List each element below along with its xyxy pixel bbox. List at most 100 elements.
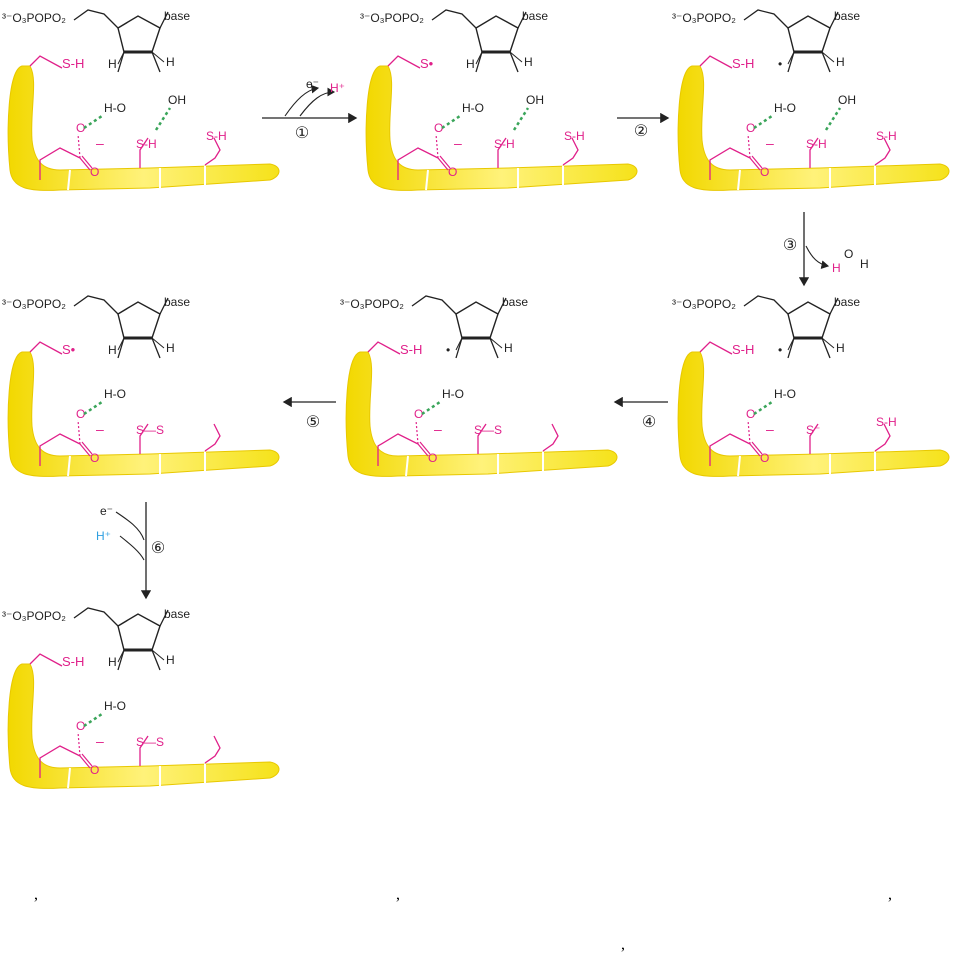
c3-label: H — [108, 655, 117, 669]
carboxylate-o-label: O — [76, 719, 85, 733]
thiyl-label: S• — [420, 56, 434, 71]
thiyl-label: S-H — [732, 56, 754, 71]
c2-label: H — [836, 341, 845, 355]
arrow-water-out — [805, 245, 830, 270]
ribose-ring — [430, 8, 528, 74]
carboxylate-o2-label: O — [760, 165, 769, 179]
ribose-ring — [72, 8, 170, 74]
step-labels: ① ② ③ ④ ⑤ ⑥ — [151, 123, 797, 557]
reagent-labels: e⁻ H⁺ H O H e⁻ H⁺ — [96, 77, 869, 543]
step-3-label: ③ — [783, 237, 797, 254]
carboxylate-o2-label: O — [428, 451, 437, 465]
hydrogen-bond — [83, 114, 103, 130]
hydrogen-bond — [441, 114, 461, 130]
ribose-ring — [742, 8, 840, 74]
carboxylate-o2-label: O — [760, 451, 769, 465]
cys2-s-label: S-H — [806, 137, 827, 151]
hydrogen-bond — [154, 107, 172, 131]
c2-label: H — [166, 341, 175, 355]
carboxylate-o-label: O — [76, 121, 85, 135]
charge-label: – — [766, 421, 774, 437]
carboxylate-o-label: O — [746, 121, 755, 135]
c2-label: H — [504, 341, 513, 355]
phosphate-label: ³⁻O₃POPO₂ — [672, 297, 736, 311]
cysteine-thiyl-side-chain — [29, 653, 63, 667]
hydrogen-bond — [824, 107, 842, 131]
protein-backbone — [7, 663, 280, 790]
reaction-arrows — [115, 84, 830, 600]
c3-oh-label: H-O — [774, 101, 796, 115]
c3-oh-label: H-O — [774, 387, 796, 401]
protein-backbone — [677, 65, 950, 192]
carboxylate-o-label: O — [746, 407, 755, 421]
hydrogen-bond — [753, 400, 773, 416]
electron-label-1: e⁻ — [306, 77, 319, 91]
charge-label: – — [96, 733, 104, 749]
cys3-s-label: S-H — [876, 129, 897, 143]
cys3-s-label: S-H — [876, 415, 897, 429]
thiyl-label: S• — [62, 342, 76, 357]
phosphate-label: ³⁻O₃POPO₂ — [340, 297, 404, 311]
c3-oh-label: H-O — [462, 101, 484, 115]
c2-label: H — [166, 55, 175, 69]
c3-label: H — [108, 343, 117, 357]
base-label: base — [164, 9, 190, 23]
cys2-s-label: S—S — [136, 423, 164, 437]
carboxylate-o2-label: O — [90, 451, 99, 465]
hydrogen-bond — [512, 107, 530, 131]
charge-label: – — [454, 135, 462, 151]
hydrogen-bond — [83, 400, 103, 416]
c3-label: H — [466, 57, 475, 71]
base-label: base — [502, 295, 528, 309]
c3-label: • — [778, 57, 782, 71]
cysteine-side-chain-3 — [204, 423, 221, 452]
c2-oh-label: OH — [526, 93, 544, 107]
carboxylate-o2-label: O — [90, 165, 99, 179]
carboxylate-o2-label: O — [448, 165, 457, 179]
water-h-label: H — [832, 261, 841, 275]
cysteine-side-chain-3 — [204, 735, 221, 764]
charge-label: – — [766, 135, 774, 151]
thiyl-label: S-H — [400, 342, 422, 357]
proton-label-6: H⁺ — [96, 529, 111, 543]
protein-backbone — [365, 65, 638, 192]
protein-backbone — [345, 351, 618, 478]
ribose-ring — [72, 294, 170, 360]
cysteine-thiyl-side-chain — [29, 341, 63, 355]
c2-label: H — [524, 55, 533, 69]
step-2-label: ② — [634, 123, 648, 140]
hydrogen-bond — [421, 400, 441, 416]
step-4-label: ④ — [642, 414, 656, 431]
protein-backbone — [7, 65, 280, 192]
charge-label: – — [434, 421, 442, 437]
cys2-s-label: S-H — [136, 137, 157, 151]
cys2-s-label: S—S — [136, 735, 164, 749]
charge-label: – — [96, 135, 104, 151]
thiyl-label: S-H — [62, 654, 84, 669]
cysteine-thiyl-side-chain — [699, 55, 733, 69]
carboxylate-o-label: O — [76, 407, 85, 421]
electron-label-6: e⁻ — [100, 504, 113, 518]
thiyl-label: S-H — [732, 342, 754, 357]
c3-oh-label: H-O — [104, 699, 126, 713]
water-h2-label: H — [860, 257, 869, 271]
stray-mark-3: , — [888, 886, 892, 903]
c2-oh-label: OH — [168, 93, 186, 107]
c3-label: • — [778, 343, 782, 357]
arrow-e-in — [115, 511, 145, 541]
carboxylate-o-label: O — [434, 121, 443, 135]
cys3-s-label: S-H — [206, 129, 227, 143]
protein-backbone — [7, 351, 280, 478]
stray-mark-4: , — [621, 936, 625, 953]
phosphate-label: ³⁻O₃POPO₂ — [2, 609, 66, 623]
c3-oh-label: H-O — [104, 387, 126, 401]
c2-label: H — [166, 653, 175, 667]
arrow-h-out — [299, 87, 336, 117]
base-label: base — [834, 295, 860, 309]
